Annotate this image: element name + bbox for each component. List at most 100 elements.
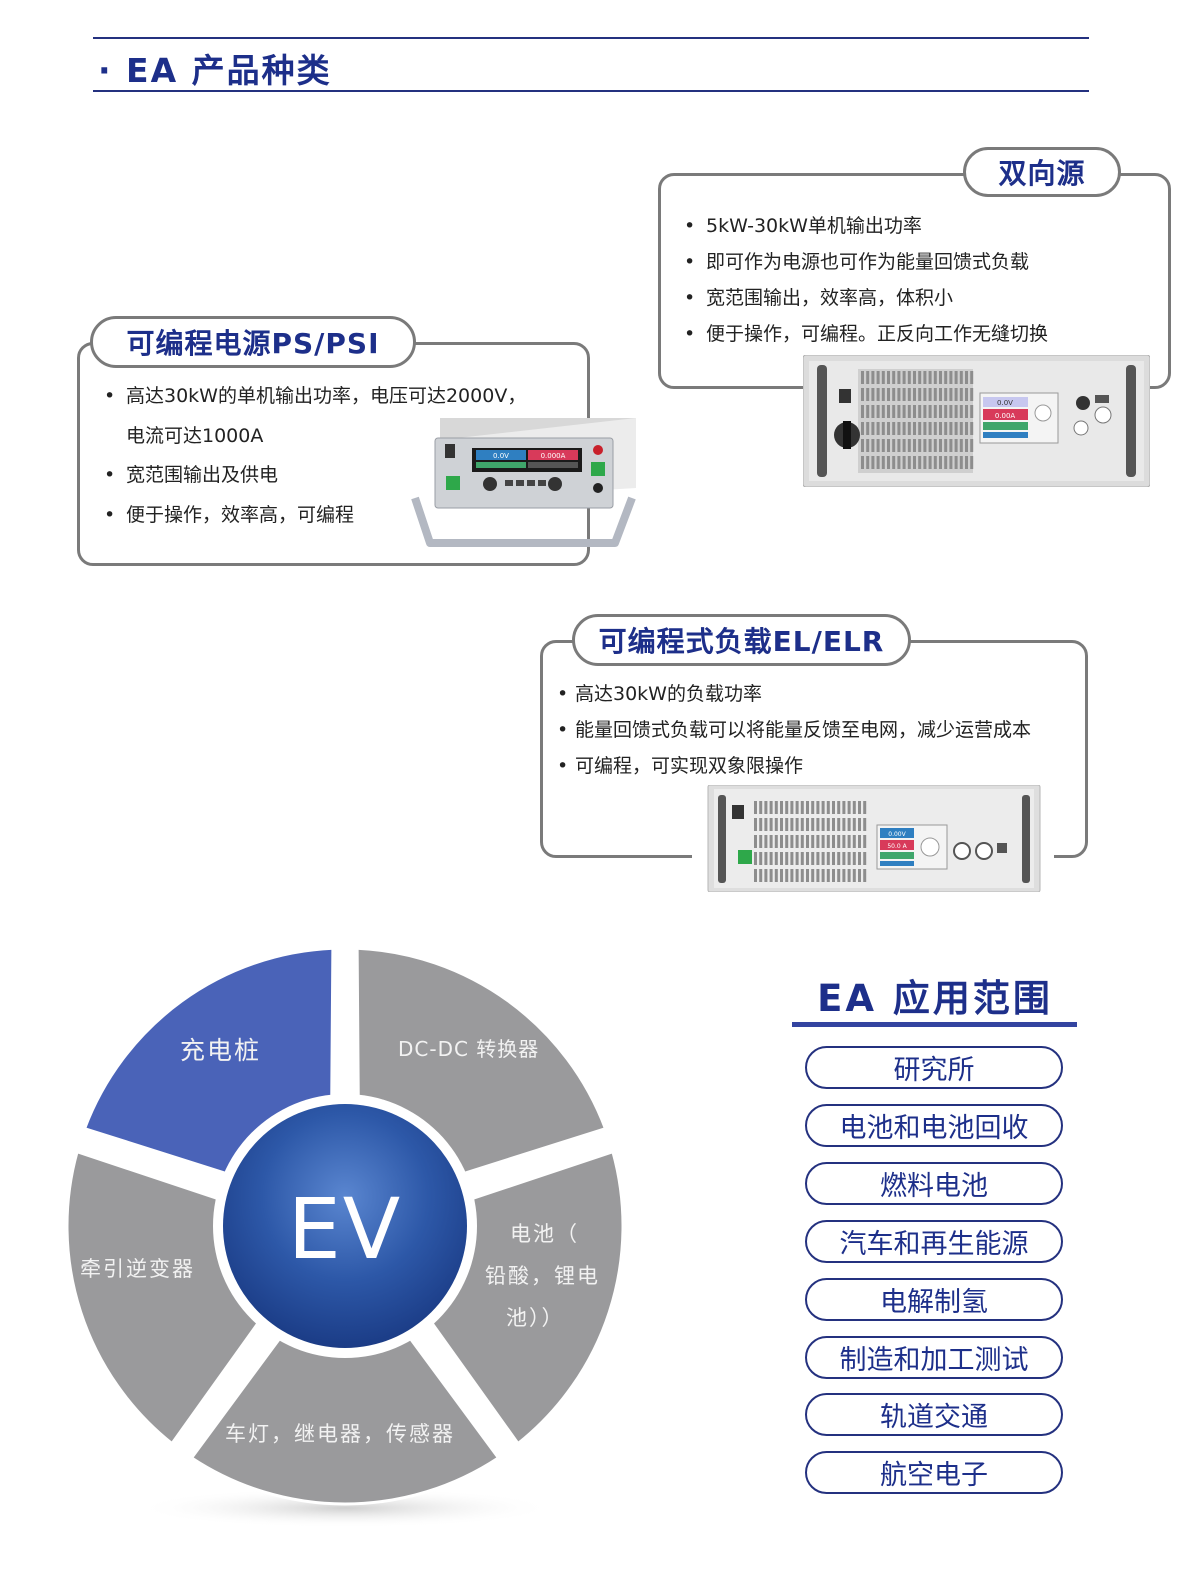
bidirectional-bullet: 即可作为电源也可作为能量回馈式负载 — [684, 244, 1048, 280]
power-supply-display-current: 0.000A — [541, 452, 566, 460]
vent-slot — [892, 422, 896, 435]
segment-label-charging: 充电桩 — [180, 1036, 262, 1065]
vent-slot — [795, 818, 799, 831]
vent-slot — [800, 869, 804, 882]
vent-slot — [754, 869, 757, 882]
vent-slot — [892, 405, 896, 418]
vent-slot — [965, 456, 968, 469]
vent-slot — [965, 439, 968, 452]
vent-slot — [954, 388, 958, 401]
vent-slot — [887, 422, 890, 435]
vent-slot — [858, 852, 861, 865]
vent-slot — [858, 869, 861, 882]
vent-slot — [826, 818, 830, 831]
vent-slot — [965, 405, 968, 418]
vent-slot — [764, 835, 768, 848]
vent-slot — [795, 835, 799, 848]
bidirectional-bullet: 宽范围输出，效率高，体积小 — [684, 280, 1048, 316]
bidirectional-display-line1: 0.0V — [997, 399, 1013, 407]
vent-slot — [764, 818, 768, 831]
vent-slot — [795, 852, 799, 865]
applications-title: EA 应用范围 — [817, 977, 1053, 1020]
vent-slot — [780, 869, 783, 882]
vent-slot — [826, 852, 830, 865]
vent-slot — [842, 818, 846, 831]
vent-slot — [954, 405, 958, 418]
vent-slot — [923, 422, 927, 435]
vent-slot — [949, 439, 953, 452]
vent-slot — [918, 456, 922, 469]
vent-slot — [842, 869, 846, 882]
vent-slot — [954, 371, 958, 384]
vent-slot — [858, 801, 861, 814]
bidirectional-bullet: 5kW-30kW单机输出功率 — [684, 208, 1048, 244]
ev-center-circle — [223, 1104, 467, 1348]
vent-slot — [907, 405, 911, 418]
vent-slot — [959, 422, 963, 435]
vent-slot — [959, 371, 963, 384]
vent-slot — [871, 371, 875, 384]
application-item: 研究所 — [805, 1046, 1063, 1089]
vent-slot — [806, 835, 809, 848]
vent-slot — [928, 371, 932, 384]
segment-label-battery-line2: 铅酸，锂电 — [485, 1264, 600, 1288]
vent-slot — [754, 852, 757, 865]
vent-slot — [780, 818, 783, 831]
vent-slot — [907, 439, 911, 452]
vent-slot — [785, 869, 789, 882]
vent-slot — [871, 456, 875, 469]
vent-slot — [892, 456, 896, 469]
vent-slot — [959, 388, 963, 401]
application-item: 电池和电池回收 — [805, 1104, 1063, 1147]
vent-slot — [806, 801, 809, 814]
vent-slot — [871, 422, 875, 435]
bidirectional-title: 双向源 — [963, 147, 1121, 197]
vent-slot — [907, 388, 911, 401]
load-title: 可编程式负载EL/ELR — [572, 614, 911, 666]
vent-slot — [933, 456, 937, 469]
vent-slot — [871, 388, 875, 401]
vent-slot — [939, 456, 942, 469]
application-item: 燃料电池 — [805, 1162, 1063, 1205]
vent-slot — [887, 439, 890, 452]
vent-slot — [892, 439, 896, 452]
vent-slot — [923, 439, 927, 452]
vent-slot — [918, 422, 922, 435]
vent-slot — [832, 869, 835, 882]
vent-slot — [892, 388, 896, 401]
vent-slot — [881, 405, 885, 418]
vent-slot — [832, 818, 835, 831]
vent-slot — [858, 818, 861, 831]
vent-slot — [944, 405, 948, 418]
vent-slot — [785, 852, 789, 865]
vent-slot — [754, 801, 757, 814]
vent-slot — [759, 869, 763, 882]
vent-slot — [774, 835, 778, 848]
vent-slot — [928, 439, 932, 452]
vent-slot — [887, 388, 890, 401]
vent-slot — [970, 371, 974, 384]
vent-slot — [861, 456, 864, 469]
vent-slot — [806, 869, 809, 882]
vent-slot — [944, 371, 948, 384]
vent-slot — [902, 388, 906, 401]
power-supply-bullet: 宽范围输出及供电 — [104, 456, 526, 496]
vent-slot — [949, 371, 953, 384]
vent-slot — [832, 801, 835, 814]
vent-slot — [821, 835, 825, 848]
vent-slot — [881, 456, 885, 469]
vent-slot — [759, 852, 763, 865]
vent-slot — [928, 422, 932, 435]
vent-slot — [944, 422, 948, 435]
vent-slot — [907, 371, 911, 384]
vent-slot — [897, 456, 901, 469]
vent-slot — [949, 405, 953, 418]
vent-slot — [816, 852, 820, 865]
vent-slot — [780, 801, 783, 814]
vent-slot — [759, 835, 763, 848]
vent-slot — [816, 818, 820, 831]
vent-slot — [837, 835, 841, 848]
vent-slot — [847, 869, 851, 882]
vent-slot — [847, 852, 851, 865]
vent-slot — [923, 371, 927, 384]
